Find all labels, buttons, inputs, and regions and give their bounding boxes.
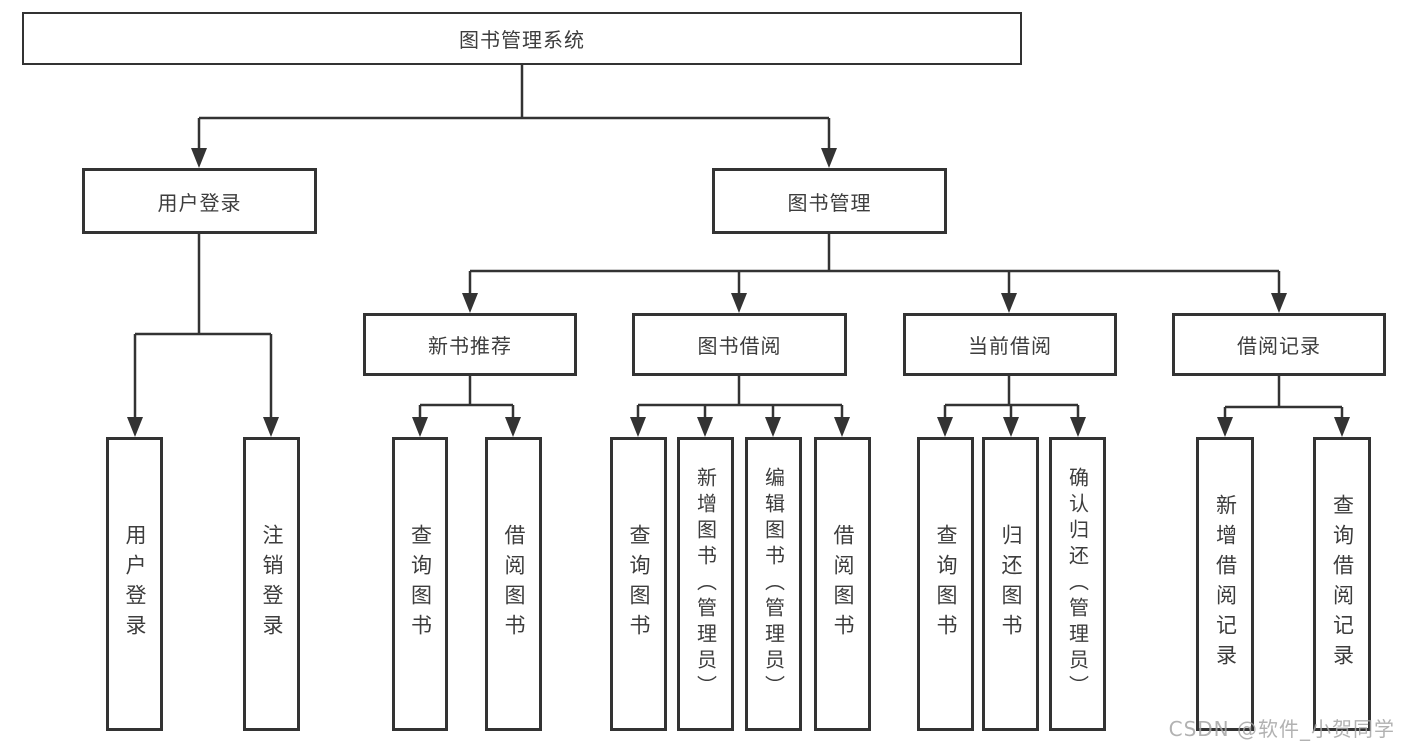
leaf-borrow-books: 借阅图书 <box>814 437 871 731</box>
leaf-add-borrow-record: 新增借阅记录 <box>1196 437 1254 731</box>
leaf-logout: 注销登录 <box>243 437 300 731</box>
leaf-query-books-recommend: 查询图书 <box>392 437 448 731</box>
csdn-watermark: CSDN @软件_小贺同学 <box>1168 717 1395 741</box>
node-current-borrow: 当前借阅 <box>903 313 1117 376</box>
leaf-query-borrow-record: 查询借阅记录 <box>1313 437 1371 731</box>
leaf-edit-books-admin: 编辑图书（管理员） <box>745 437 802 731</box>
leaf-query-books-borrow: 查询图书 <box>610 437 667 731</box>
leaf-query-books-current: 查询图书 <box>917 437 974 731</box>
leaf-borrow-books-recommend: 借阅图书 <box>485 437 542 731</box>
node-new-book-recommend: 新书推荐 <box>363 313 577 376</box>
node-book-management: 图书管理 <box>712 168 947 234</box>
leaf-confirm-return-admin: 确认归还（管理员） <box>1049 437 1106 731</box>
leaf-add-books-admin: 新增图书（管理员） <box>677 437 734 731</box>
node-borrow-records: 借阅记录 <box>1172 313 1386 376</box>
node-book-borrow: 图书借阅 <box>632 313 847 376</box>
leaf-return-books: 归还图书 <box>982 437 1039 731</box>
node-user-login: 用户登录 <box>82 168 317 234</box>
node-library-system: 图书管理系统 <box>22 12 1022 65</box>
arrowhead-icons <box>127 148 1350 437</box>
leaf-user-login: 用户登录 <box>106 437 163 731</box>
